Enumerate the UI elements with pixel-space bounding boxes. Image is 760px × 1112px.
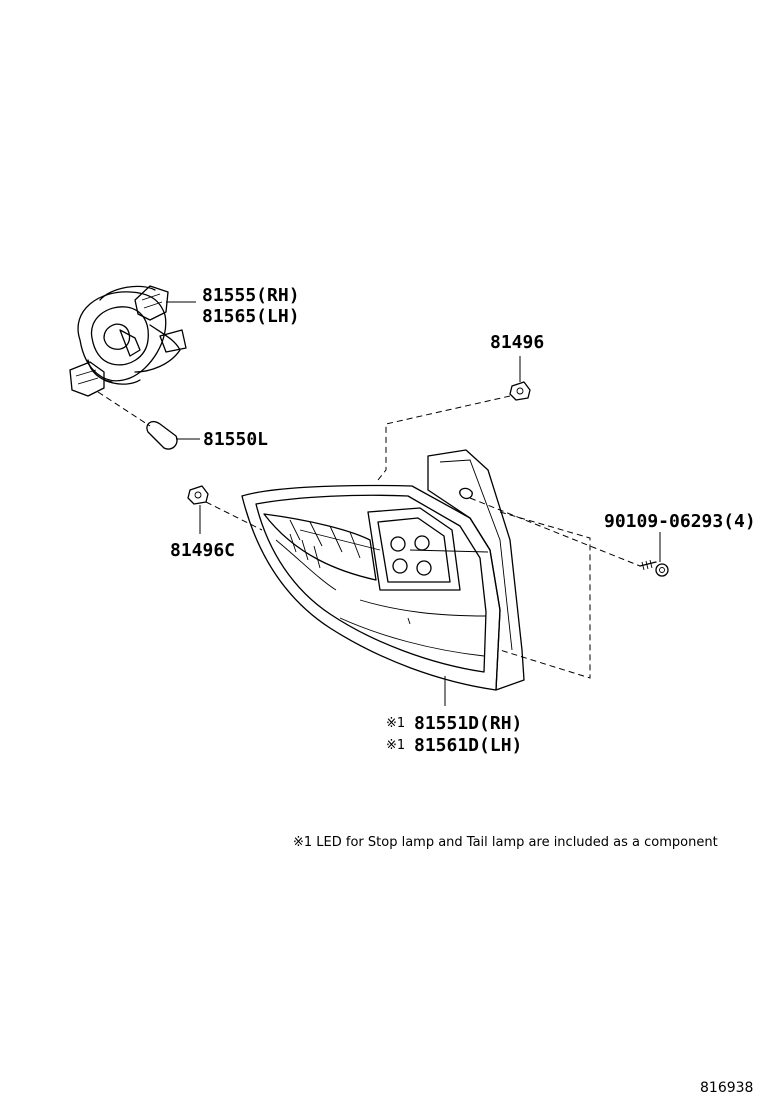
- callout-socket-rh: 81555(RH): [202, 285, 300, 306]
- dashed-line-screw-1: [469, 497, 641, 567]
- callout-lamp-lh: 81561D(LH): [414, 735, 522, 756]
- clip-left-illustration: [187, 485, 209, 505]
- callout-bulb: 81550L: [203, 429, 268, 450]
- dashed-line-bulb: [97, 391, 151, 427]
- callout-screw: 90109-06293(4): [604, 511, 756, 532]
- clip-top-illustration: [509, 381, 531, 401]
- mark-lamp-rh: ※1: [386, 716, 405, 731]
- diagram-number: 816938: [700, 1080, 753, 1096]
- socket-wire-assembly-illustration: [69, 285, 187, 397]
- screw-illustration: [639, 559, 669, 577]
- bulb-illustration: [146, 420, 178, 450]
- rear-lamp-illustration: [241, 449, 525, 691]
- dashed-line-clip-top: [377, 395, 511, 481]
- callout-socket-lh: 81565(LH): [202, 306, 300, 327]
- dashed-line-clip-left: [205, 501, 263, 531]
- footnote: ※1 LED for Stop lamp and Tail lamp are i…: [293, 835, 718, 850]
- callout-lamp-rh: 81551D(RH): [414, 713, 522, 734]
- callout-clip-top: 81496: [490, 332, 544, 353]
- mark-lamp-lh: ※1: [386, 738, 405, 753]
- callout-clip-left: 81496C: [170, 540, 235, 561]
- dashed-line-screw-2: [499, 511, 591, 679]
